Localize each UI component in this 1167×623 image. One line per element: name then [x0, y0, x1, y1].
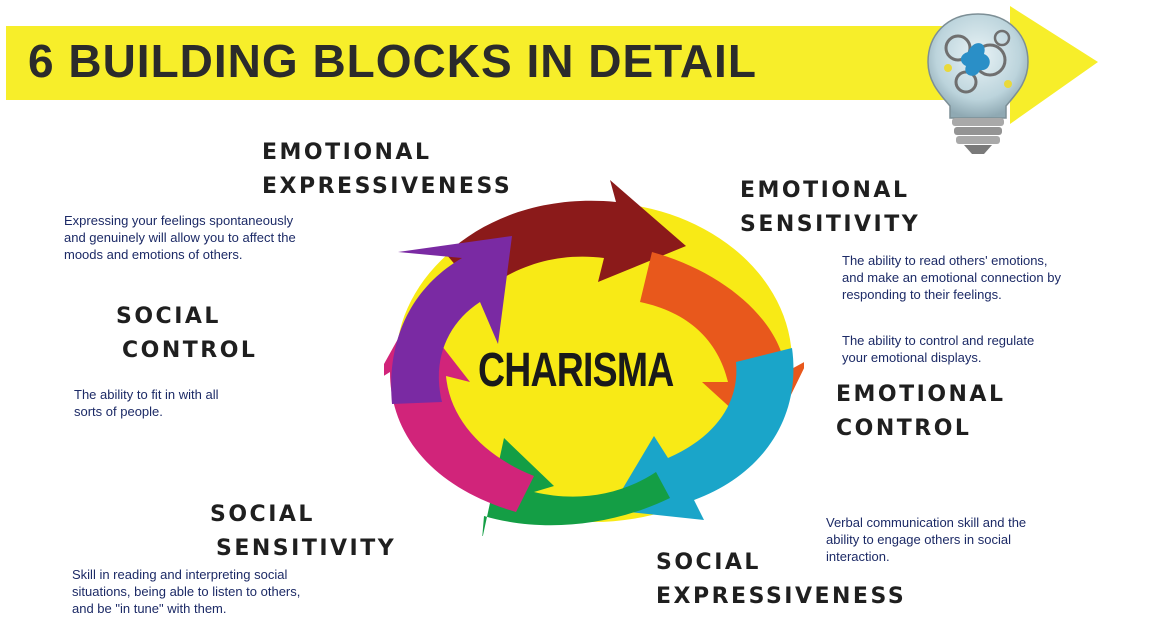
lightbulb-icon — [927, 13, 1029, 154]
desc-emotional-sensitivity: The ability to read others' emotions, an… — [842, 252, 1061, 303]
heading-social-sensitivity: SOCIAL SENSITIVITY — [210, 498, 396, 566]
desc-line: situations, being able to listen to othe… — [72, 584, 301, 599]
heading-line: EXPRESSIVENESS — [656, 584, 907, 609]
desc-line: The ability to read others' emotions, — [842, 253, 1048, 268]
heading-line: SOCIAL — [116, 304, 221, 329]
desc-line: responding to their feelings. — [842, 287, 1002, 302]
desc-emotional-control: The ability to control and regulate your… — [842, 332, 1034, 366]
desc-social-expressiveness: Verbal communication skill and the abili… — [826, 514, 1026, 565]
desc-social-sensitivity: Skill in reading and interpreting social… — [72, 566, 300, 617]
desc-emotional-expressiveness: Expressing your feelings spontaneously a… — [64, 212, 296, 263]
cycle-arrow-purple — [391, 236, 512, 404]
heading-line: CONTROL — [836, 416, 972, 441]
desc-line: sorts of people. — [74, 404, 163, 419]
heading-line: SENSITIVITY — [740, 212, 921, 237]
charisma-cycle-diagram — [384, 180, 804, 536]
heading-line: SENSITIVITY — [216, 536, 397, 561]
heading-line: SOCIAL — [656, 550, 761, 575]
desc-line: The ability to control and regulate — [842, 333, 1035, 348]
desc-line: and genuinely will allow you to affect t… — [64, 230, 296, 245]
desc-line: Verbal communication skill and the — [826, 515, 1027, 530]
heading-emotional-control: EMOTIONAL CONTROL — [836, 378, 1005, 446]
desc-line: interaction. — [826, 549, 890, 564]
desc-line: ability to engage others in social — [826, 532, 1012, 547]
desc-line: and make an emotional connection by — [842, 270, 1061, 285]
heading-line: SOCIAL — [210, 502, 315, 527]
heading-line: CONTROL — [122, 338, 258, 363]
heading-social-expressiveness: SOCIAL EXPRESSIVENESS — [656, 546, 906, 614]
desc-line: moods and emotions of others. — [64, 247, 243, 262]
page-title: 6 BUILDING BLOCKS IN DETAIL — [28, 35, 757, 87]
title-banner-arrow — [6, 6, 1098, 124]
heading-emotional-expressiveness: EMOTIONAL EXPRESSIVENESS — [262, 136, 512, 204]
heading-line: EMOTIONAL — [740, 178, 910, 203]
heading-social-control: SOCIAL CONTROL — [116, 300, 257, 368]
desc-social-control: The ability to fit in with all sorts of … — [74, 386, 219, 420]
heading-line: EXPRESSIVENESS — [262, 174, 513, 199]
desc-line: Expressing your feelings spontaneously — [64, 213, 294, 228]
desc-line: and be "in tune" with them. — [72, 601, 227, 616]
heading-line: EMOTIONAL — [262, 140, 432, 165]
desc-line: The ability to fit in with all — [74, 387, 219, 402]
center-label: CHARISMA — [478, 344, 674, 397]
heading-line: EMOTIONAL — [836, 382, 1006, 407]
desc-line: your emotional displays. — [842, 350, 982, 365]
heading-emotional-sensitivity: EMOTIONAL SENSITIVITY — [740, 174, 920, 242]
desc-line: Skill in reading and interpreting social — [72, 567, 288, 582]
cycle-arrow-green — [482, 438, 670, 536]
